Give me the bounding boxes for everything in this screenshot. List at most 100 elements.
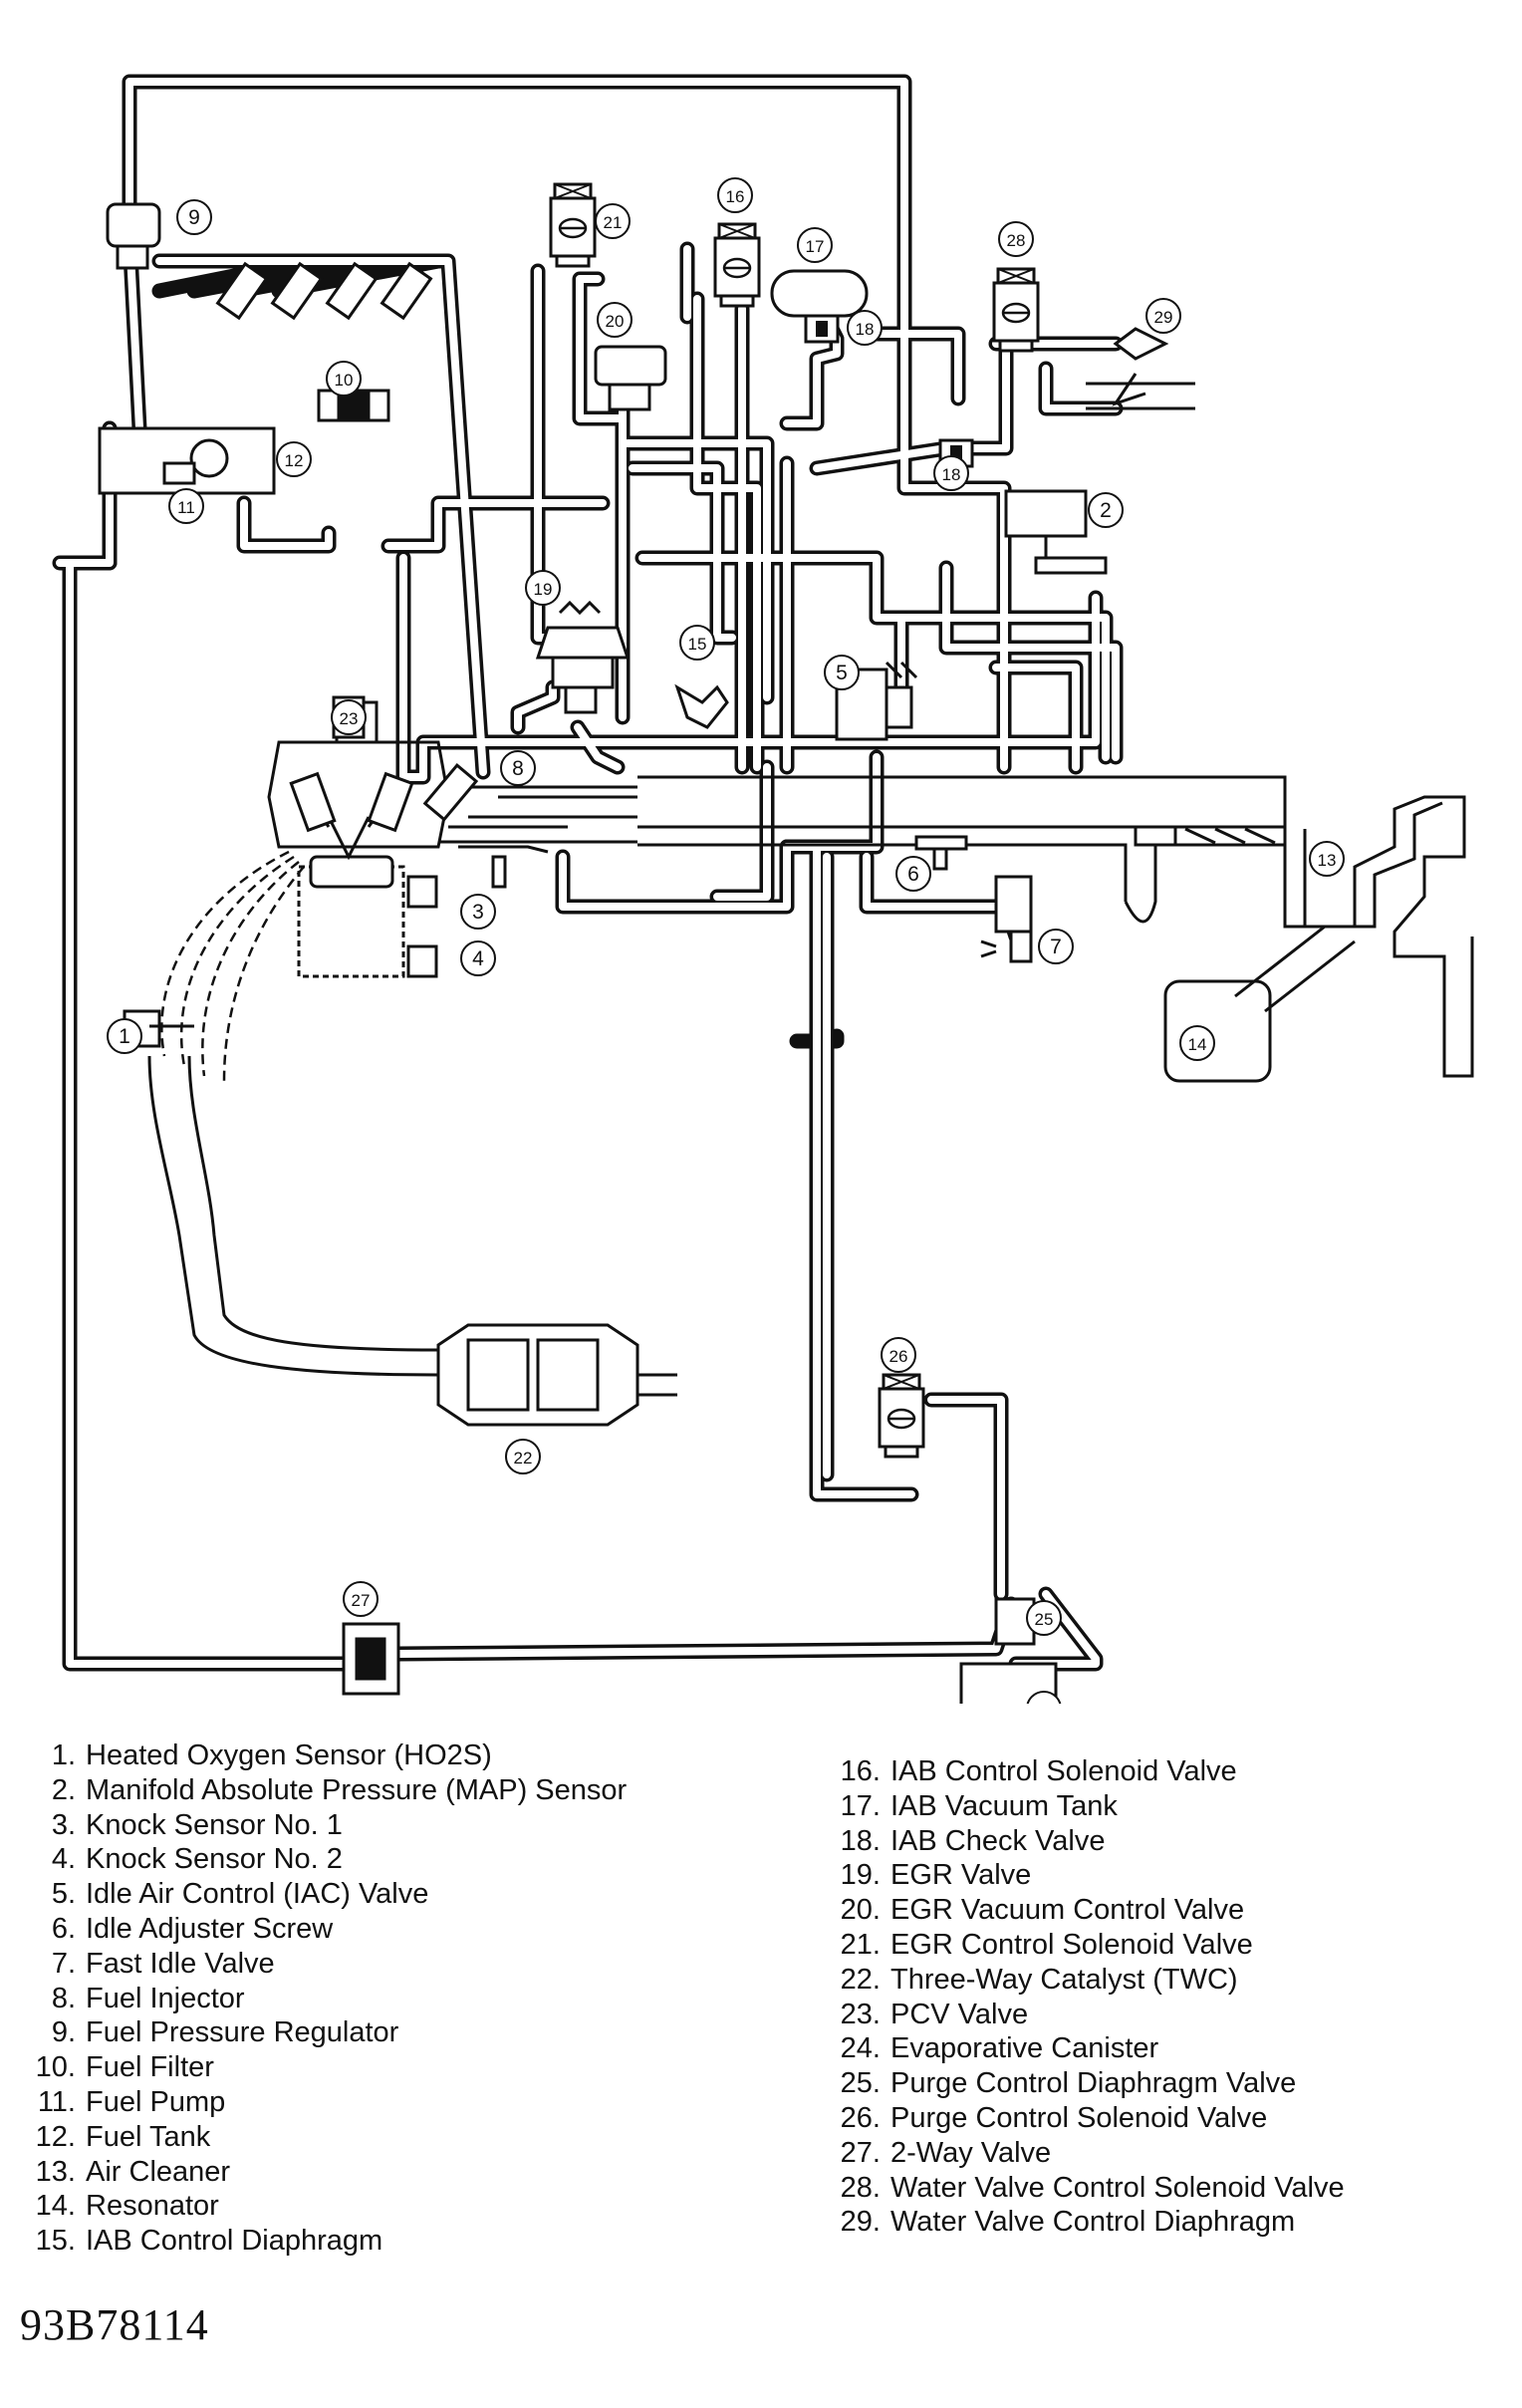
legend-item: 19.EGR Valve [835,1858,1345,1893]
svg-text:5: 5 [836,662,848,684]
legend-item-number: 14. [35,2190,76,2223]
legend-item-number: 19. [840,1859,881,1892]
legend-item: 13. Air Cleaner [30,2155,627,2190]
legend-item: 7.Fast Idle Valve [30,1947,627,1982]
legend-item-label: IAB Check Valve [890,1824,1106,1857]
svg-text:29: 29 [1154,308,1173,327]
legend-item-label: Resonator [86,2190,219,2223]
svg-text:21: 21 [604,213,623,232]
legend-item: 6.Idle Adjuster Screw [30,1912,627,1947]
callout-1: 1 [107,1018,142,1054]
legend-item-number: 24. [840,2032,881,2065]
legend-item: 8.Fuel Injector [30,1982,627,2016]
callout-27: 27 [343,1581,379,1617]
legend-item-label: Heated Oxygen Sensor (HO2S) [86,1739,492,1771]
legend-item-label: Air Cleaner [86,2155,231,2188]
legend-item-label: EGR Control Solenoid Valve [890,1928,1253,1961]
legend-item-number: 12. [35,2120,76,2153]
legend-item: 26.Purge Control Solenoid Valve [835,2101,1345,2136]
figure-code: 93B78114 [20,2300,209,2349]
legend-item-label: Fuel Pressure Regulator [86,2016,399,2049]
legend-item: 27.2-Way Valve [835,2136,1345,2171]
callout-21: 21 [595,203,631,239]
svg-text:20: 20 [606,312,625,331]
svg-text:17: 17 [806,237,825,256]
legend-item-number: 28. [840,2171,881,2204]
callout-8: 8 [500,750,536,786]
svg-text:9: 9 [188,206,200,229]
legend-item-label: IAB Control Diaphragm [86,2225,383,2258]
svg-text:25: 25 [1035,1610,1054,1629]
legend-item-label: Three-Way Catalyst (TWC) [890,1963,1238,1996]
callout-18: 18 [933,455,969,491]
legend-item-number: 11. [37,2085,76,2118]
legend-item-label: Idle Air Control (IAC) Valve [86,1878,429,1911]
legend-item-number: 18. [840,1824,881,1857]
legend-item-label: Purge Control Solenoid Valve [890,2101,1268,2134]
legend-item-label: Manifold Absolute Pressure (MAP) Sensor [86,1773,628,1806]
legend-item-number: 2. [51,1773,76,1806]
legend-item-number: 16. [840,1755,881,1787]
legend-item-number: 15. [35,2225,76,2258]
legend-item-label: Knock Sensor No. 1 [86,1808,343,1841]
legend-item-label: Fuel Filter [86,2051,214,2084]
svg-text:18: 18 [856,320,875,339]
legend-item-number: 21. [840,1928,881,1961]
callout-2: 2 [1088,492,1124,528]
legend-item-label: Evaporative Canister [890,2032,1159,2065]
legend-item-number: 1. [51,1739,76,1771]
callout-29: 29 [1145,298,1181,334]
svg-text:6: 6 [907,863,919,886]
legend-item: 25.Purge Control Diaphragm Valve [835,2066,1345,2101]
legend-item-label: Fuel Tank [86,2120,211,2153]
legend-item-label: Fuel Pump [86,2085,226,2118]
svg-text:26: 26 [889,1347,908,1366]
callout-16: 16 [717,177,753,213]
callout-14: 14 [1179,1025,1215,1061]
callout-4: 4 [460,940,496,976]
legend-item-number: 5. [51,1878,76,1911]
legend-item-label: Knock Sensor No. 2 [86,1843,343,1876]
legend-item: 17.IAB Vacuum Tank [835,1789,1345,1824]
callout-3: 3 [460,894,496,930]
callout-26: 26 [881,1337,916,1373]
legend-item: 11. Fuel Pump [30,2085,627,2120]
svg-text:11: 11 [177,498,195,517]
legend-item-number: 6. [51,1912,76,1945]
svg-text:14: 14 [1188,1035,1207,1054]
callout-20: 20 [597,302,633,338]
legend-left: 1. Heated Oxygen Sensor (HO2S) 2. Manifold … [30,1739,628,2259]
legend-item: 14. Resonator [30,2189,627,2224]
legend-item-label: Fuel Injector [86,1982,245,2014]
legend-item-label: IAB Control Solenoid Valve [890,1755,1237,1787]
callout-13: 13 [1309,841,1345,877]
svg-text:8: 8 [512,757,524,780]
legend-item-number: 22. [840,1963,881,1996]
callout-23: 23 [331,699,367,735]
legend-item-number: 7. [51,1947,76,1980]
legend-item: 15. IAB Control Diaphragm [30,2224,627,2259]
legend-item: 10.Fuel Filter [30,2050,627,2085]
svg-text:7: 7 [1050,936,1062,958]
legend-item-label: 2-Way Valve [890,2136,1052,2169]
legend-item-number: 23. [840,1998,881,2030]
legend-item-label: Water Valve Control Solenoid Valve [890,2171,1345,2204]
svg-text:15: 15 [688,635,707,654]
svg-text:23: 23 [340,709,359,728]
legend-item: 18. IAB Check Valve [835,1824,1345,1859]
svg-text:12: 12 [285,451,304,470]
legend-item-label: IAB Vacuum Tank [890,1789,1118,1822]
svg-text:27: 27 [352,1591,371,1610]
callout-19: 19 [525,570,561,606]
legend-item: 28. Water Valve Control Solenoid Valve [835,2171,1345,2206]
legend-item-label: EGR Vacuum Control Valve [890,1894,1245,1927]
callout-28: 28 [998,221,1034,257]
svg-text:3: 3 [472,901,484,924]
legend-item-number: 4. [51,1843,76,1876]
callout-22: 22 [505,1439,541,1474]
legend-item-number: 13. [35,2155,76,2188]
legend-item: 22. Three-Way Catalyst (TWC) [835,1963,1345,1998]
legend-item: 3.Knock Sensor No. 1 [30,1808,627,1843]
callout-12: 12 [276,441,312,477]
legend-item: 4. Knock Sensor No. 2 [30,1842,627,1877]
